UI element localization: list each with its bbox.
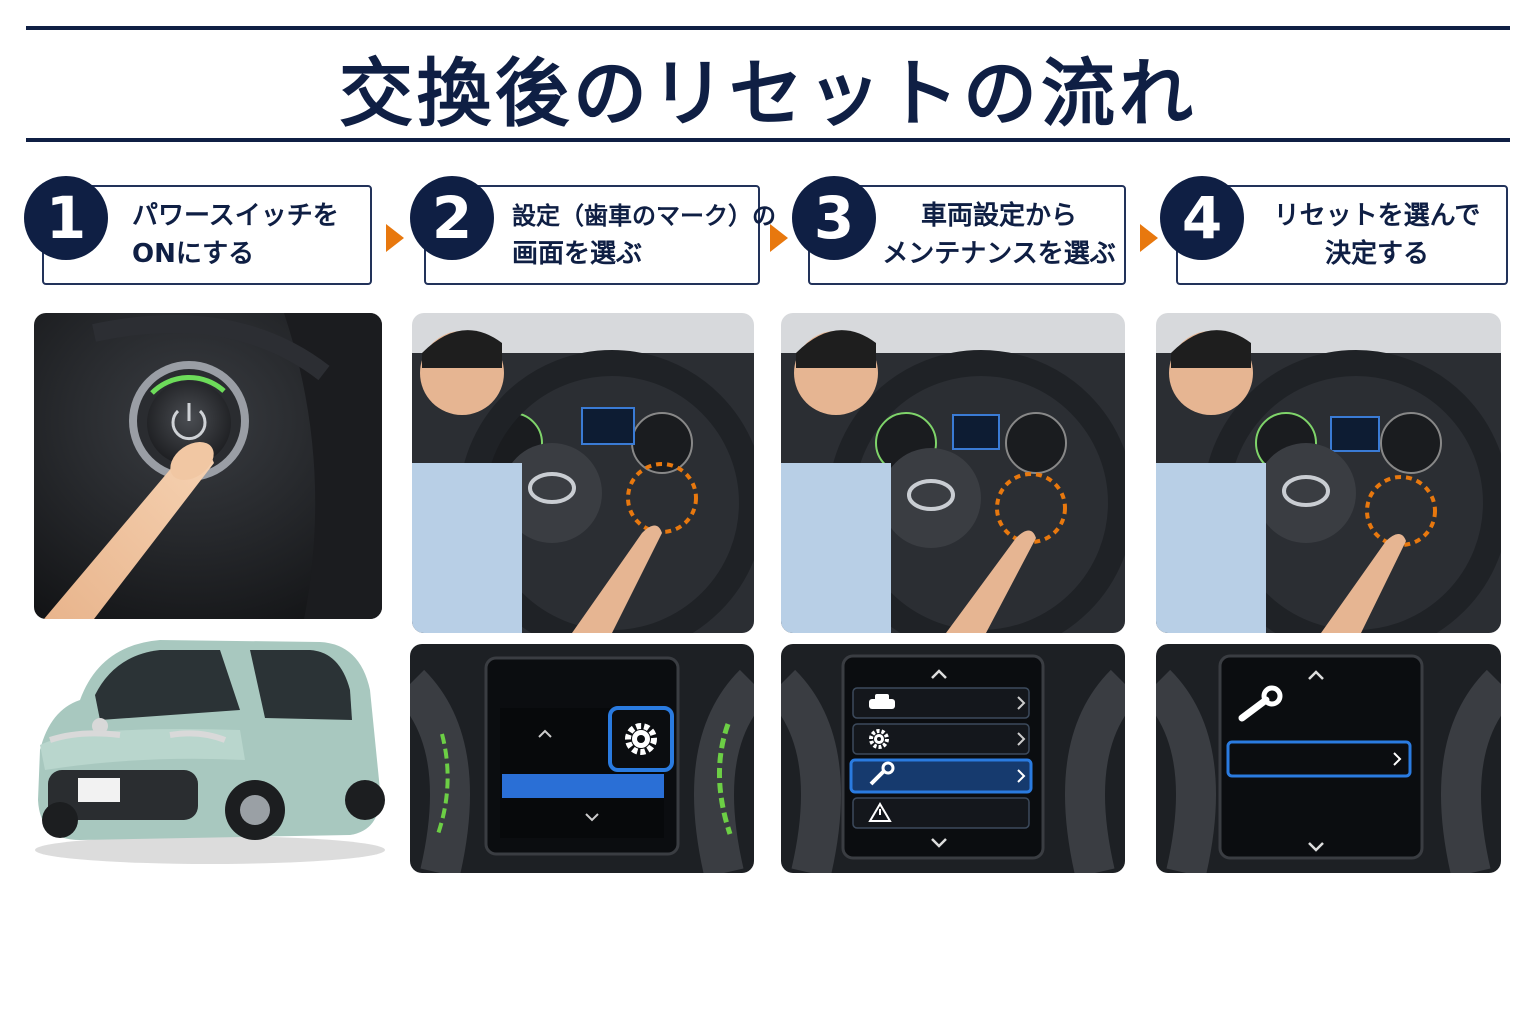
steering-photo-4 [1156, 313, 1501, 633]
wrench-icon [1238, 685, 1283, 722]
power-icon [171, 403, 207, 441]
step-arrow-1 [386, 224, 404, 252]
warning-icon [868, 802, 892, 822]
chevron-right-icon [1017, 732, 1026, 746]
steering-photo-3 [781, 313, 1125, 633]
step-4-number: 4 [1160, 176, 1244, 260]
step-2-line-2: 画面を選ぶ [512, 239, 643, 269]
step-arrow-3 [1140, 224, 1158, 252]
chevron-right-icon [1017, 769, 1026, 783]
step-arrow-2 [770, 224, 788, 252]
menu-row-warning[interactable] [852, 797, 1030, 829]
menu-row-vehicle[interactable] [852, 687, 1030, 719]
display-screen-3 [781, 644, 1125, 873]
step-3-number: 3 [792, 176, 876, 260]
chevron-down-icon [585, 813, 599, 822]
car-icon [869, 694, 895, 709]
step-4-line-2: 決定する [1324, 239, 1429, 269]
car-illustration [20, 630, 390, 870]
chevron-right-icon [1393, 752, 1402, 766]
power-button-photo [34, 313, 382, 619]
chevron-up-icon [538, 729, 552, 738]
display-screen-2 [410, 644, 754, 873]
chevron-right-icon [1017, 696, 1026, 710]
menu-row-settings[interactable] [852, 723, 1030, 755]
gear-icon [869, 729, 889, 749]
step-2-box: 設定（歯車のマーク）の 画面を選ぶ [424, 185, 776, 285]
gear-icon [625, 723, 657, 755]
chevron-down-icon [1308, 842, 1324, 852]
step-4-line-1: リセットを選んで [1273, 201, 1481, 231]
step-1-line-1: パワースイッチを [132, 201, 339, 231]
chevron-down-icon [931, 838, 947, 848]
selected-menu-row[interactable] [502, 774, 664, 798]
step-3-line-2: メンテナンスを選ぶ [882, 239, 1116, 269]
step-3-line-1: 車両設定から [920, 201, 1077, 231]
step-1-line-2: ONにする [132, 239, 255, 269]
step-1-number: 1 [24, 176, 108, 260]
wrench-icon [869, 761, 895, 786]
chevron-up-icon [1308, 670, 1324, 680]
title-underline [26, 138, 1510, 142]
step-1-box: パワースイッチを ONにする [42, 185, 372, 285]
reset-menu-row[interactable] [1226, 740, 1412, 778]
menu-row-maintenance[interactable] [849, 758, 1033, 794]
chevron-up-icon [931, 669, 947, 679]
step-2-number: 2 [410, 176, 494, 260]
top-rule [26, 26, 1510, 30]
display-screen-4 [1156, 644, 1501, 873]
step-2-line-1: 設定（歯車のマーク）の [512, 202, 776, 230]
page-title: 交換後のリセットの流れ [339, 51, 1197, 137]
steering-photo-2 [412, 313, 754, 633]
